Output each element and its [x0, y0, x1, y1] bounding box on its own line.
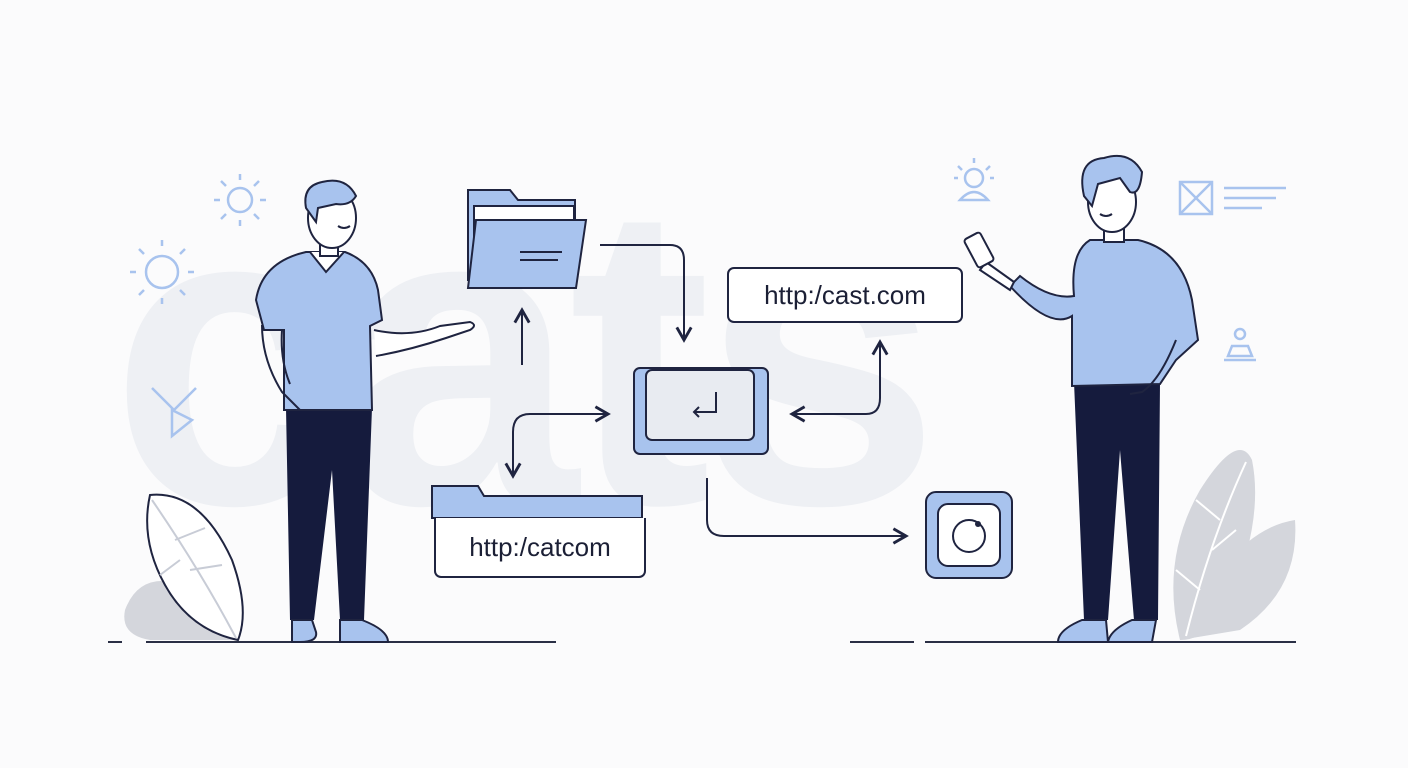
- sun-icon: [214, 174, 266, 226]
- connector-arrows: [504, 244, 909, 545]
- stamp-icon: [1224, 327, 1256, 362]
- enter-key-icon: [633, 367, 769, 455]
- app-icon: [925, 491, 1013, 579]
- document-icon: [1178, 180, 1286, 216]
- left-person: [254, 179, 475, 643]
- leaf-plant-icon: [124, 493, 244, 642]
- arrow-shape-icon: [151, 387, 197, 439]
- right-person: [1008, 154, 1200, 643]
- url-box-top: http:/cast.com: [727, 267, 963, 323]
- folder-icon: [466, 189, 588, 289]
- leaf-plant-icon: [1173, 450, 1296, 640]
- phone-icon: [963, 231, 1016, 292]
- url-folder-frame: [431, 485, 643, 519]
- sun-icon: [130, 240, 194, 304]
- url-box-folder: http:/catcom: [434, 518, 646, 578]
- bell-icon: [954, 158, 994, 202]
